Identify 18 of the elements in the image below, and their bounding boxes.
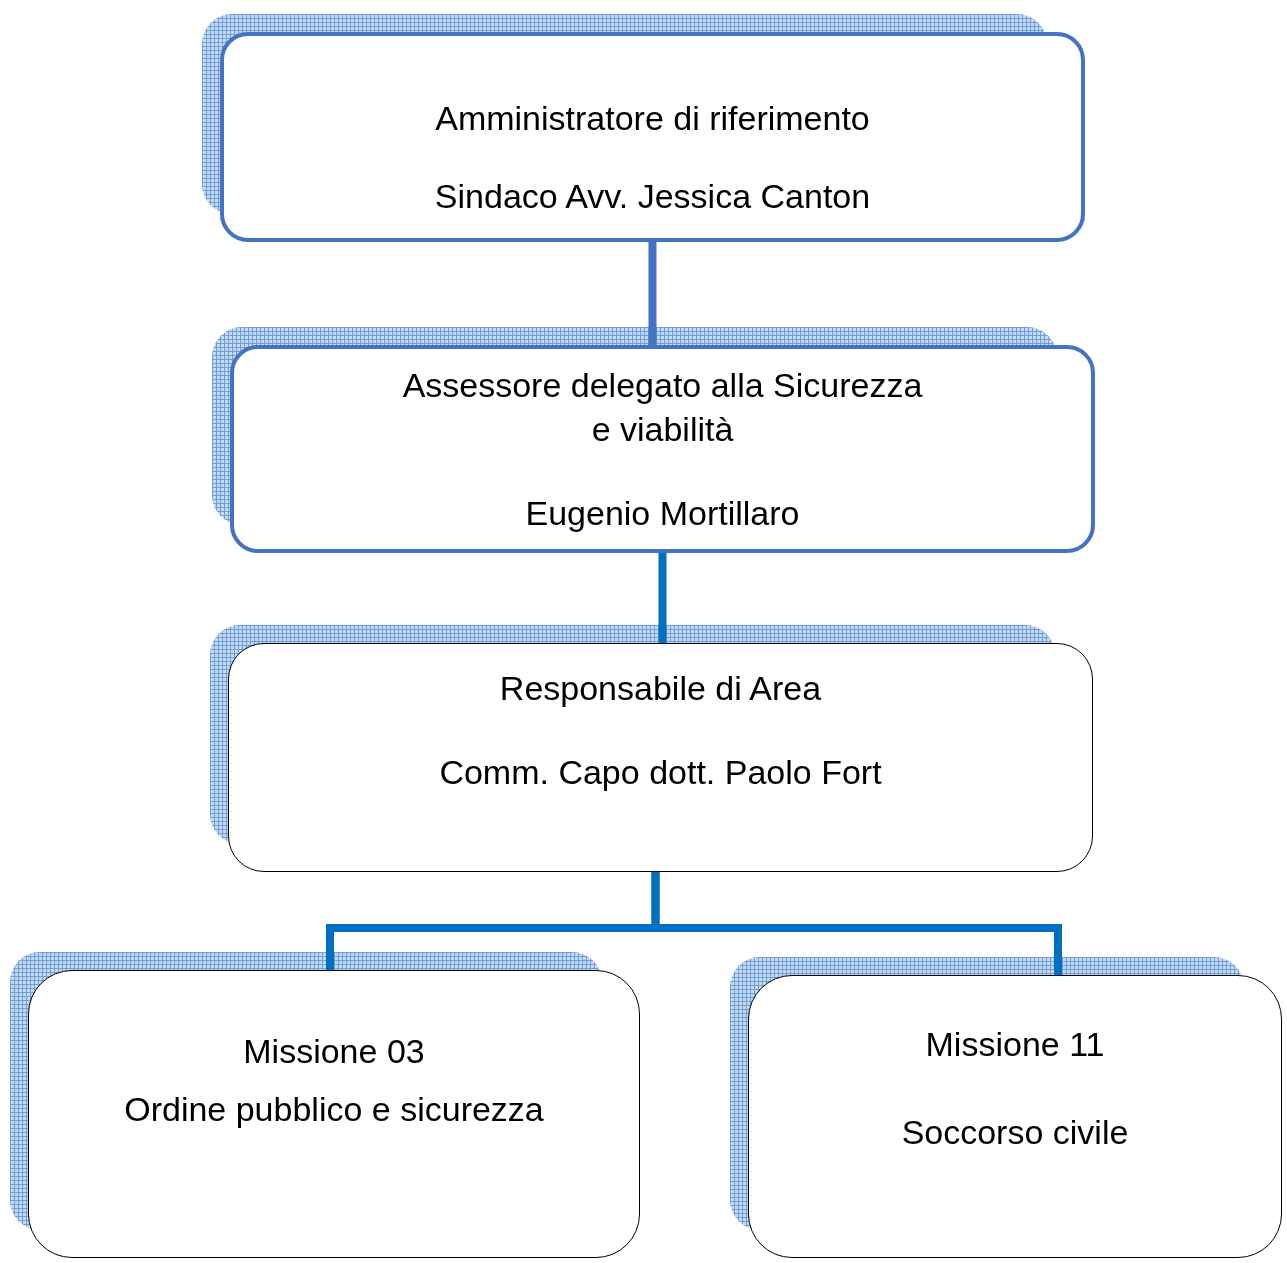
box-text: Eugenio Mortillaro [525, 493, 800, 535]
org-box [220, 32, 1085, 242]
org-box [28, 970, 640, 1258]
org-box [228, 643, 1093, 872]
box-text: Missione 03 [243, 1031, 425, 1072]
connector-line [651, 872, 1062, 975]
box-text: Amministratore di riferimento [435, 98, 870, 139]
box-text: Comm. Capo dott. Paolo Fort [439, 752, 882, 794]
org-box [748, 975, 1282, 1258]
box-text: Assessore delegato alla Sicurezza e viabilità [402, 365, 923, 451]
box-text: Ordine pubblico e sicurezza [124, 1089, 544, 1131]
box-text: Soccorso civile [901, 1112, 1129, 1154]
connector-line [648, 242, 657, 345]
org-box [230, 345, 1095, 553]
connector-line [658, 553, 667, 643]
box-text: Responsabile di Area [499, 668, 822, 709]
box-text: Sindaco Avv. Jessica Canton [434, 176, 871, 218]
box-text: Missione 11 [925, 1024, 1105, 1065]
